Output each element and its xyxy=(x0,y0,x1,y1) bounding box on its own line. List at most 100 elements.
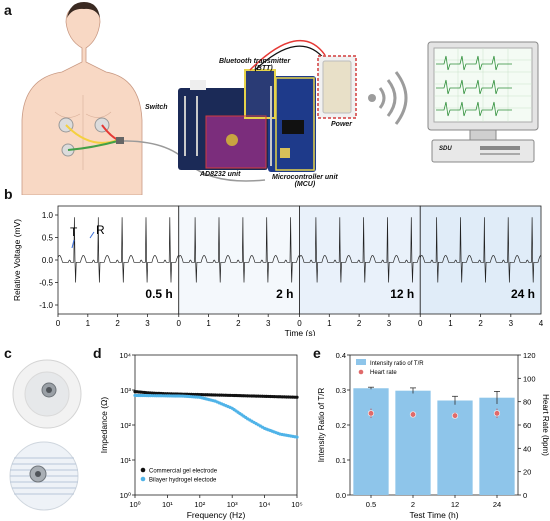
y2-tick-label: 40 xyxy=(523,444,531,453)
ecg-segment-bg xyxy=(299,205,421,315)
y2-tick-label: 80 xyxy=(523,398,531,407)
segment-label: 12 h xyxy=(390,287,414,301)
ecg-trace xyxy=(57,217,542,283)
legend-label: Bilayer hydrogel electode xyxy=(149,478,217,484)
x-tick-label: 10⁴ xyxy=(259,500,271,509)
heartrate-point xyxy=(409,411,417,418)
legend-marker xyxy=(140,467,146,473)
y-axis-label: Impedance (Ω) xyxy=(99,397,109,454)
panel-letter-e: e xyxy=(313,345,321,361)
annotation-r: R xyxy=(96,223,105,237)
x-tick-label: 1 xyxy=(206,319,211,328)
x-tick-label: 0 xyxy=(177,319,182,328)
panel-letter-d: d xyxy=(93,345,102,361)
x-tick-label: 12 xyxy=(451,500,459,509)
power-label: Power xyxy=(331,121,353,128)
panel-letter-b: b xyxy=(4,186,13,202)
wireless-signal-icon xyxy=(368,71,408,125)
x-tick-label: 3 xyxy=(145,319,150,328)
switch-label: Switch xyxy=(145,104,168,111)
x-tick-label: 10¹ xyxy=(162,500,173,509)
y2-tick-label: 100 xyxy=(523,374,536,383)
segment-label: 2 h xyxy=(276,287,293,301)
panel-letter-a: a xyxy=(4,2,12,18)
x-tick-label: 10³ xyxy=(227,500,238,509)
legend-marker xyxy=(358,369,364,375)
y-tick-label: 10⁰ xyxy=(120,491,131,500)
y-tick-label: -0.5 xyxy=(39,279,53,288)
monitor-brand: SDU xyxy=(439,146,452,152)
x-tick-label: 2 xyxy=(115,319,120,328)
x-tick-label: 0 xyxy=(418,319,423,328)
annotation-t: T xyxy=(70,225,78,239)
annotation-arrow-r xyxy=(89,231,95,239)
y-tick-label: 10³ xyxy=(120,386,131,395)
x-tick-label: 0 xyxy=(56,319,61,328)
segment-label: 24 h xyxy=(511,287,535,301)
x-tick-label: 2 xyxy=(411,500,415,509)
y2-tick-label: 120 xyxy=(523,351,536,360)
computer-monitor-icon xyxy=(427,41,539,163)
y-tick-label: 0.0 xyxy=(336,491,346,500)
hydrogel-electrode-photo xyxy=(12,359,82,429)
legend-marker xyxy=(356,359,366,365)
hydrogel-data-point xyxy=(295,435,299,439)
x-tick-label: 1 xyxy=(448,319,453,328)
ratio-bar xyxy=(395,390,431,495)
y-tick-label: 0.1 xyxy=(336,456,346,465)
x-tick-label: 10⁵ xyxy=(291,500,302,509)
commercial-electrode-photo xyxy=(9,441,79,511)
ratio-bar xyxy=(353,388,389,495)
x-tick-label: 2 xyxy=(357,319,362,328)
y-tick-label: 10² xyxy=(120,421,131,430)
segment-label: 0.5 h xyxy=(145,287,172,301)
x-tick-label: 2 xyxy=(236,319,241,328)
y-tick-label: -1.0 xyxy=(39,301,53,310)
ad8232-label: AD8232 unit xyxy=(200,171,241,178)
heartrate-point xyxy=(493,410,501,417)
y-tick-label: 0.0 xyxy=(42,256,54,265)
x-tick-label: 0.5 xyxy=(366,500,376,509)
y-tick-label: 0.2 xyxy=(336,421,346,430)
x-tick-label: 1 xyxy=(86,319,91,328)
human-torso xyxy=(21,2,143,195)
x-tick-label: 3 xyxy=(387,319,392,328)
legend-label: Heart rate xyxy=(370,370,397,376)
y-tick-label: 0.3 xyxy=(336,386,346,395)
heartrate-point xyxy=(451,412,459,419)
x-axis-label: Frequency (Hz) xyxy=(187,510,246,520)
legend-label: Commercial gel electrode xyxy=(149,469,218,475)
mcu-label: Microcontroller unit (MCU) xyxy=(272,174,338,189)
y2-axis-label: Heart Rate (bpm) xyxy=(541,394,550,456)
y-tick-label: 1.0 xyxy=(42,211,54,220)
panel-a-illustration xyxy=(21,2,539,195)
x-tick-label: 3 xyxy=(509,319,514,328)
x-tick-label: 2 xyxy=(478,319,483,328)
y2-tick-label: 60 xyxy=(523,421,531,430)
x-tick-label: 10⁰ xyxy=(129,500,140,509)
legend-label: Intensity ratio of T/R xyxy=(370,361,424,367)
x-tick-label: 4 xyxy=(539,319,544,328)
x-tick-label: 1 xyxy=(327,319,332,328)
legend-marker xyxy=(140,476,146,482)
panel-letter-c: c xyxy=(4,345,12,361)
pcb-board xyxy=(178,39,326,172)
ecg-segment-bg xyxy=(419,205,542,315)
x-axis-label: Time (s) xyxy=(285,328,316,336)
battery-icon xyxy=(317,55,357,119)
y-tick-label: 10⁴ xyxy=(119,351,131,360)
y-tick-label: 10¹ xyxy=(120,456,131,465)
x-tick-label: 3 xyxy=(266,319,271,328)
plot-frame xyxy=(134,354,298,496)
y2-tick-label: 0 xyxy=(523,491,527,500)
x-tick-label: 24 xyxy=(493,500,501,509)
y-axis-label: Relative Voltage (mV) xyxy=(12,219,22,301)
ecg-segment-bg xyxy=(178,205,300,315)
heartrate-point xyxy=(367,410,375,417)
y2-tick-label: 20 xyxy=(523,468,531,477)
bluetooth-label: Bluetooth transmitter (BTT) xyxy=(219,58,291,73)
x-axis-label: Test Time (h) xyxy=(409,510,458,520)
